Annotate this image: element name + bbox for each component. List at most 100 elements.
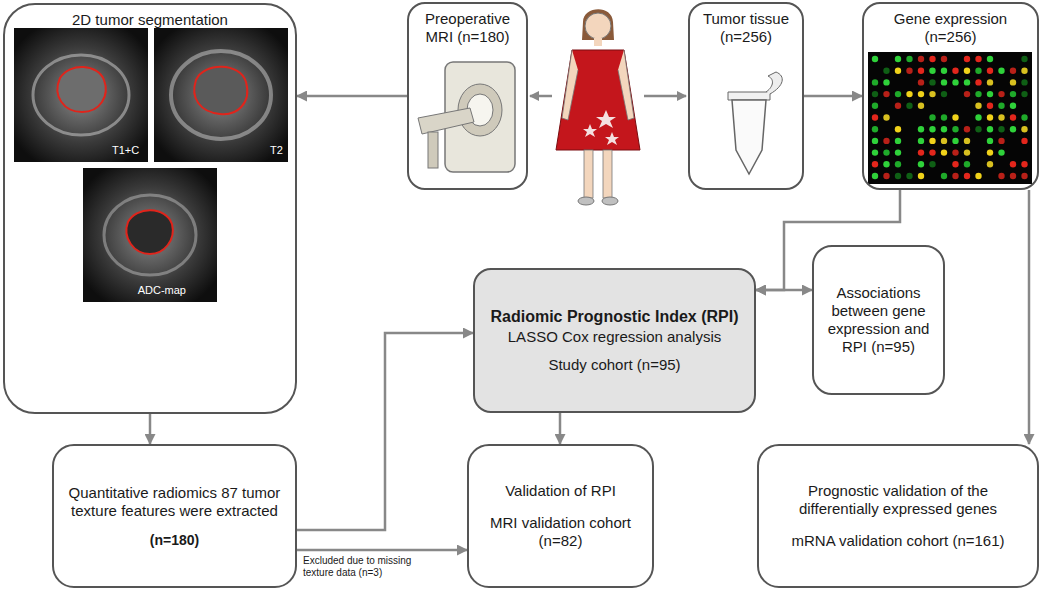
array-spot [883,138,889,144]
mri-scanner-icon [418,62,515,172]
array-spot [906,103,912,109]
array-spot [929,149,935,155]
array-spot [883,161,889,167]
array-spot [895,68,901,74]
patient-figure [556,9,640,205]
image-label: T1+C [112,144,139,156]
array-spot [987,103,993,109]
array-spot [998,173,1004,179]
array-spot [998,114,1004,120]
array-spot [895,161,901,167]
array-spot [918,91,924,97]
array-spot [929,91,935,97]
connector-arrow [297,333,473,530]
array-spot [895,56,901,62]
edge-label: Excluded due to missing texture data (n=… [303,555,421,578]
array-spot [975,68,981,74]
array-spot [1021,79,1027,85]
array-spot [964,91,970,97]
array-spot [987,68,993,74]
array-spot [975,173,981,179]
array-spot [1021,56,1027,62]
highlight-box: Radiomic Prognostic Index (RPI)LASSO Cox… [473,268,756,413]
array-spot [941,91,947,97]
box-text: mRNA validation cohort (n=161) [791,532,1004,550]
array-spot [975,91,981,97]
connector-arrow [804,95,862,98]
array-spot [952,149,958,155]
array-spot [1010,91,1016,97]
array-spot [918,173,924,179]
array-spot [872,103,878,109]
array-spot [883,68,889,74]
array-spot [952,114,958,120]
mri-slice-t1c [14,28,148,162]
array-spot [1021,173,1027,179]
mri-slice-adc [83,168,217,302]
box-heading: Radiomic Prognostic Index (RPI) [490,307,738,326]
array-spot [975,56,981,62]
mri-slice-t2 [154,28,288,162]
array-spot [987,149,993,155]
array-spot [1021,114,1027,120]
array-spot [1010,161,1016,167]
array-spot [1010,79,1016,85]
array-spot [952,79,958,85]
array-spot [987,138,993,144]
array-spot [952,173,958,179]
box-heading: Tumor tissue (n=256) [696,10,796,46]
array-spot [998,103,1004,109]
array-spot [872,79,878,85]
array-spot [872,126,878,132]
box-heading: 2D tumor segmentation [11,11,289,29]
array-spot [872,56,878,62]
array-spot [964,173,970,179]
array-spot [895,138,901,144]
array-spot [987,56,993,62]
array-spot [987,126,993,132]
array-spot [941,68,947,74]
box-heading: Gene expression (n=256) [870,10,1031,46]
array-spot [975,114,981,120]
box-heading: Quantitative radiomics 87 tumor texture … [62,484,287,520]
array-spot [1010,68,1016,74]
person-arrow [530,95,552,98]
person-arrow [644,95,686,98]
array-spot [998,149,1004,155]
array-spot [952,126,958,132]
box-heading: Associations between gene expression and… [822,284,935,356]
array-spot [998,126,1004,132]
array-spot [883,91,889,97]
array-spot [1021,126,1027,132]
connector-arrow [297,95,407,98]
array-spot [987,79,993,85]
array-spot [929,126,935,132]
box-text: Study cohort (n=95) [548,356,680,374]
array-spot [1010,126,1016,132]
array-spot [952,68,958,74]
box-heading: Validation of RPI [505,482,616,500]
array-spot [1010,173,1016,179]
array-spot [1021,91,1027,97]
array-spot [987,91,993,97]
array-spot [929,56,935,62]
process-box: Prognostic validation of the differentia… [757,444,1039,588]
array-spot [918,56,924,62]
process-box: Quantitative radiomics 87 tumor texture … [52,444,297,588]
box-text: (n=180) [150,532,199,549]
array-spot [975,103,981,109]
array-spot [1010,114,1016,120]
array-spot [941,138,947,144]
array-spot [895,103,901,109]
process-box: Gene expression (n=256) [862,2,1039,190]
array-spot [918,103,924,109]
microarray-image [868,52,1032,184]
array-spot [987,161,993,167]
array-spot [872,173,878,179]
array-spot [964,79,970,85]
array-spot [929,68,935,74]
array-spot [1021,161,1027,167]
array-spot [941,79,947,85]
array-spot [987,114,993,120]
array-spot [952,138,958,144]
